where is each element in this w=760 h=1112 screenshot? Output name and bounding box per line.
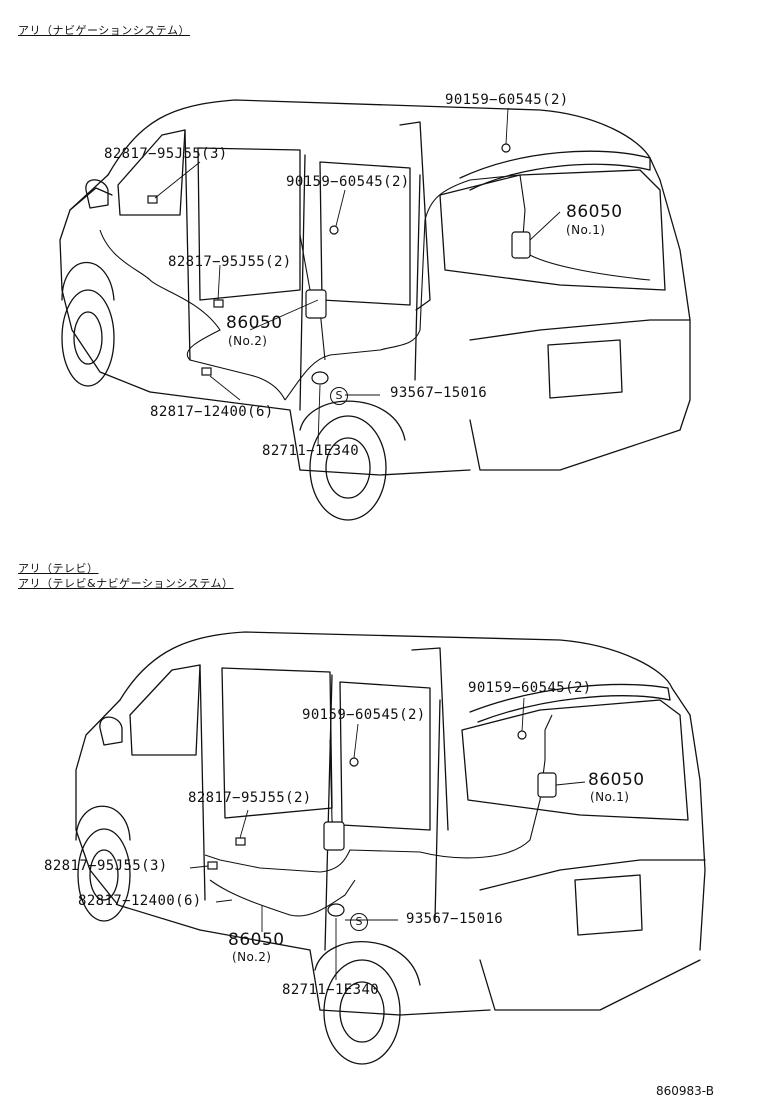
van2-front-wheel [77, 828, 131, 922]
d1-label-82817-95j55-2: 82817−95J55(2) [168, 254, 292, 270]
van1-harness-main [284, 174, 521, 401]
d2-label-86050-no2: 86050 [228, 930, 285, 950]
van1-hood [69, 187, 113, 211]
van1-front-window [117, 129, 186, 216]
van2-bumper [479, 859, 706, 891]
d2-label-82817-95j55-3: 82817−95J55(3) [44, 858, 168, 874]
d1-label-86050-no2: 86050 [226, 313, 283, 333]
van1-side-window-2 [319, 161, 411, 306]
d2-label-82711: 82711−1E340 [282, 982, 380, 998]
d2-label-86050-no1: 86050 [588, 770, 645, 790]
d1-label-86050-no1: 86050 [566, 202, 623, 222]
diagram-reference-number: 860983-B [656, 1084, 714, 1098]
van1-antenna-amp-no1 [511, 231, 531, 259]
d1-label-82817-12400: 82817−12400(6) [150, 404, 274, 420]
d1-s-symbol: S [330, 387, 348, 405]
van2-front-window [129, 664, 201, 756]
van1-rear-wheel [309, 415, 387, 521]
d1-label-82711: 82711−1E340 [262, 443, 360, 459]
van2-harness-front [204, 730, 546, 873]
d2-label-no1: (No.1) [590, 790, 630, 804]
van1-side-window-1 [197, 147, 301, 301]
van2-mirror [99, 716, 123, 746]
van1-antenna-amp-no2 [305, 289, 327, 319]
d2-s-symbol: S [350, 913, 368, 931]
van2-antenna-amp-no2 [323, 821, 345, 851]
d2-label-90159-mid: 90159−60545(2) [302, 707, 426, 723]
d2-label-90159-top: 90159−60545(2) [468, 680, 592, 696]
van1-mirror [85, 179, 109, 209]
van2-roof-line [119, 631, 691, 716]
van1-front-wheel [61, 289, 115, 387]
van2-rear-wheel [323, 959, 401, 1065]
van2-antenna-amp-no1 [537, 772, 557, 798]
section-label-tv: アリ（テレビ） [18, 562, 99, 575]
van1-roof-line [107, 99, 661, 181]
d2-label-93567: 93567−15016 [406, 911, 504, 927]
van1-rear-window [439, 169, 666, 291]
d2-label-82817-95j55-2: 82817−95J55(2) [188, 790, 312, 806]
van2-harness-lower [209, 879, 356, 917]
van2-rear-window [461, 699, 689, 821]
van1-bumper [469, 319, 691, 341]
van2-side-window-2 [339, 681, 431, 831]
section-label-navigation: アリ（ナビゲーションシステム） [18, 24, 190, 37]
d1-label-93567: 93567−15016 [390, 385, 488, 401]
d2-label-82817-12400: 82817−12400(6) [78, 893, 202, 909]
d2-label-no2: (No.2) [232, 950, 272, 964]
section-label-tv-navigation: アリ（テレビ&ナビゲーションシステム） [18, 577, 234, 590]
van2-license-plate [574, 874, 643, 936]
van2-bumper-lower [479, 959, 701, 1011]
van1-bumper-lower [469, 419, 681, 471]
van1-license-plate [547, 339, 623, 399]
van2-front [75, 699, 201, 931]
d1-label-90159-top: 90159−60545(2) [445, 92, 569, 108]
van1-rocker [149, 391, 301, 471]
d1-label-90159-mid: 90159−60545(2) [286, 174, 410, 190]
d1-label-82817-95j55-3: 82817−95J55(3) [104, 146, 228, 162]
d1-label-no1: (No.1) [566, 223, 606, 237]
d1-label-no2: (No.2) [228, 334, 268, 348]
van2-rear-pillar [689, 714, 706, 951]
van2-rocker [199, 929, 321, 1011]
van1-harness-front [99, 229, 286, 401]
